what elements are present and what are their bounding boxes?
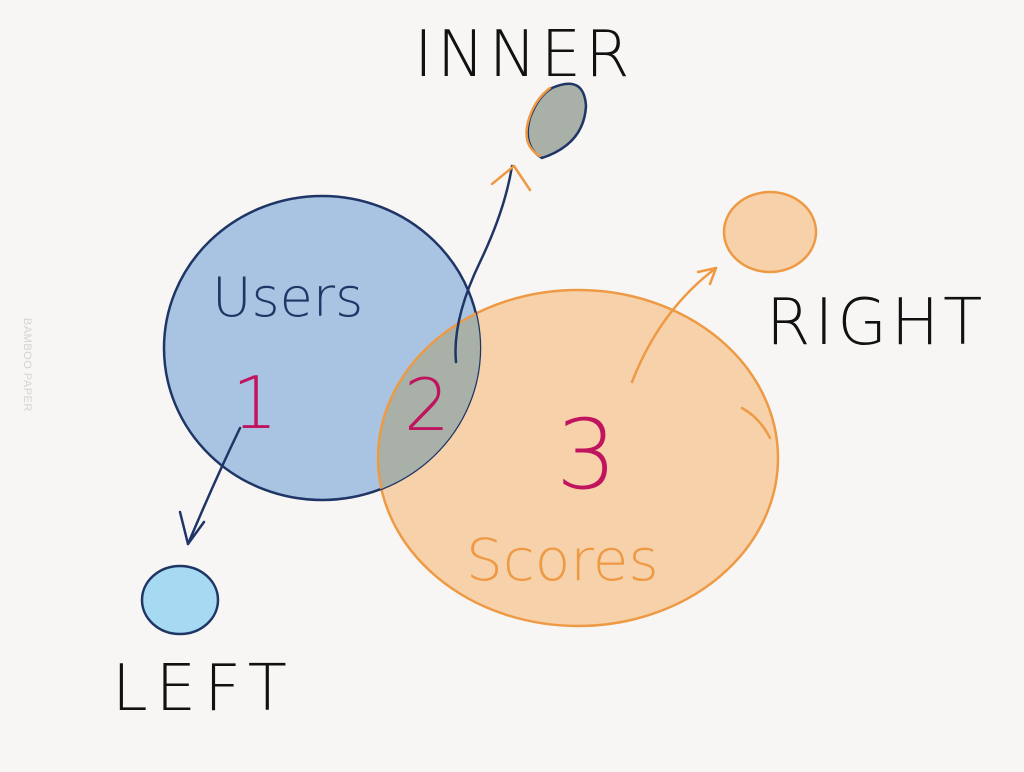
left-result-label: LEFT: [112, 652, 295, 726]
intersection-outline: [376, 288, 480, 500]
right-result-label: RIGHT: [766, 286, 986, 360]
inner-result-label: INNER: [414, 18, 634, 92]
arrow-to-right: [630, 266, 718, 384]
scores-label: Scores: [466, 526, 659, 594]
inner-result-shape-outline: [525, 86, 552, 158]
arrow-to-inner-head: [490, 164, 532, 192]
inner-result-shape: [526, 82, 588, 160]
watermark-text: BAMBOO PAPER: [21, 318, 33, 412]
right-result-circle: [722, 190, 818, 274]
arrow-to-right-head: [696, 266, 718, 286]
region-number-3: 3: [556, 399, 617, 511]
region-number-2: 2: [404, 363, 450, 447]
arrow-to-inner: [454, 164, 514, 364]
arrow-to-left-head: [178, 510, 206, 546]
users-label: Users: [212, 266, 363, 329]
arrow-to-left: [186, 426, 242, 546]
scores-circle-stroke-tail: [740, 406, 772, 440]
left-result-circle: [140, 564, 220, 636]
